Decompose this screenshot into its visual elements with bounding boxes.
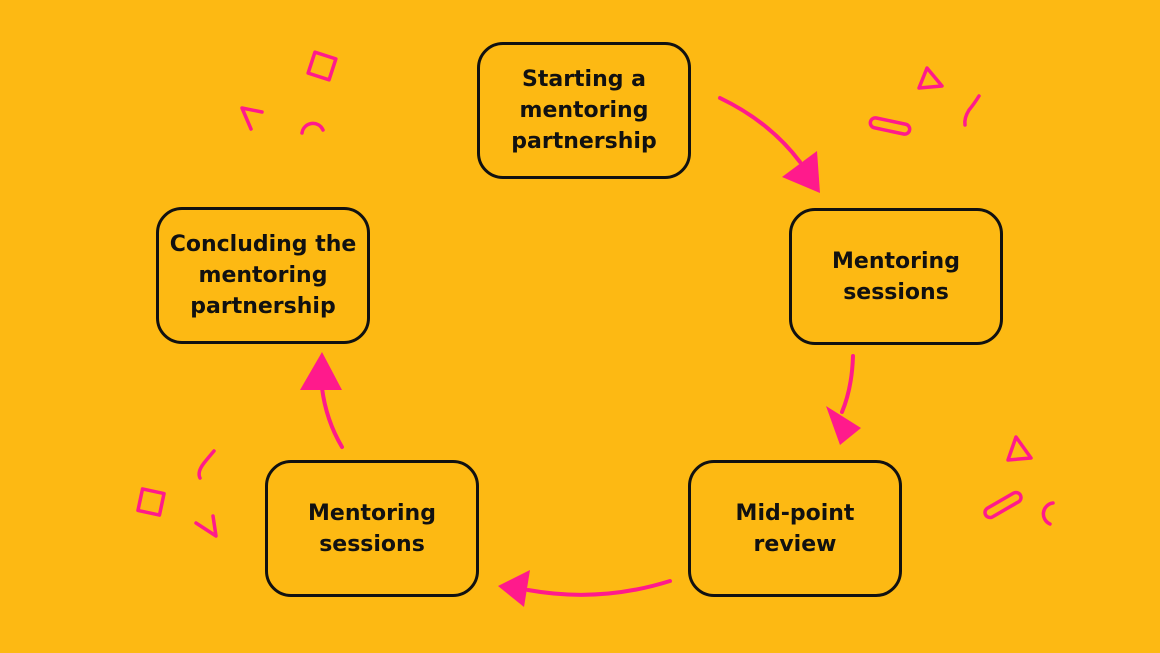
arrow-sessions-to-midpoint [840,354,855,414]
triangle-icon [1006,435,1033,462]
arrowhead-1 [782,151,820,193]
stage-label: Concluding the mentoring partnership [169,232,357,319]
arrowheads [300,151,861,607]
stage-box-mentoring-sessions-1: Mentoring sessions [789,208,1003,345]
arc-icon [1041,501,1055,526]
confetti-decorations [136,50,1055,538]
stage-label: Mid-point review [735,500,855,557]
squiggle-icon [963,94,981,127]
stage-label: Starting a mentoring partnership [511,67,657,154]
chevron-icon [194,514,218,538]
stage-label: Mentoring sessions [308,500,436,557]
arrowhead-4 [300,352,342,390]
triangle-icon [917,66,944,90]
stage-box-midpoint-review: Mid-point review [688,460,902,597]
pill-icon [983,490,1023,520]
square-icon [306,50,338,82]
squiggle-icon [197,449,216,480]
arrow-sessions-to-concluding [320,386,344,449]
stage-box-starting: Starting a mentoring partnership [477,42,691,179]
arrowhead-3 [498,570,530,607]
stage-box-concluding: Concluding the mentoring partnership [156,207,370,344]
connector-arrows [320,96,855,597]
pill-icon [868,116,912,136]
stage-label: Mentoring sessions [832,248,960,305]
square-icon [136,487,166,517]
arrow-midpoint-to-sessions [526,579,672,597]
stage-box-mentoring-sessions-2: Mentoring sessions [265,460,479,597]
arrowhead-2 [826,406,861,445]
arrow-start-to-sessions [718,96,802,164]
arc-icon [300,121,325,135]
chevron-icon [240,106,264,131]
